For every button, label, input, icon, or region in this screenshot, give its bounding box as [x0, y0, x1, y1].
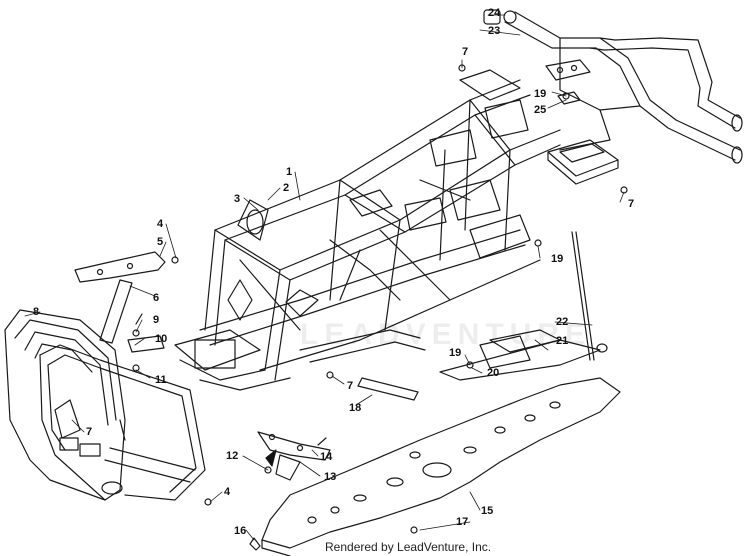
callout-5: 5: [157, 236, 164, 248]
callout-15: 15: [481, 505, 494, 517]
callout-6: 6: [153, 292, 160, 304]
callout-4-lower: 4: [224, 486, 231, 498]
skid-bar: [357, 377, 419, 401]
callout-7-center: 7: [347, 380, 354, 392]
leader-lines: [24, 14, 625, 541]
callout-21: 21: [556, 335, 569, 347]
callout-12: 12: [226, 450, 239, 462]
callout-18: 18: [349, 402, 362, 414]
front-bumper: [4, 309, 206, 501]
callout-19-right: 19: [551, 253, 564, 265]
callout-10: 10: [155, 333, 168, 345]
callout-8: 8: [33, 306, 40, 318]
callout-9: 9: [153, 314, 160, 326]
callout-17: 17: [456, 516, 469, 528]
watermark: LEADVENTURE: [300, 318, 592, 351]
main-frame: [174, 69, 561, 391]
footer-credit: Rendered by LeadVenture, Inc.: [325, 540, 492, 554]
callout-23: 23: [488, 25, 501, 37]
callout-13: 13: [324, 471, 337, 483]
callout-20: 20: [487, 367, 500, 379]
callout-19: 19: [534, 88, 547, 100]
callout-16: 16: [234, 525, 247, 537]
callout-2: 2: [283, 182, 290, 194]
callout-25: 25: [534, 104, 547, 116]
callout-7-rear: 7: [628, 198, 635, 210]
callout-4: 4: [157, 218, 164, 230]
rear-step-plate: [547, 139, 619, 185]
callout-3: 3: [234, 193, 241, 205]
callout-11: 11: [155, 374, 167, 386]
rack-bracket: [545, 59, 591, 105]
rear-rack: [503, 10, 743, 164]
callout-19-lower: 19: [449, 347, 462, 359]
skid-plate: [261, 377, 621, 556]
callout-22: 22: [556, 316, 569, 328]
callout-14: 14: [320, 451, 333, 463]
callout-7: 7: [462, 46, 469, 58]
callout-24: 24: [488, 7, 501, 19]
rear-lower-bracket: [439, 329, 608, 381]
callout-7-front: 7: [86, 426, 93, 438]
front-brackets: [74, 251, 166, 353]
mid-bracket: [257, 431, 331, 481]
callout-1: 1: [286, 166, 293, 178]
support-rod: [571, 231, 595, 361]
